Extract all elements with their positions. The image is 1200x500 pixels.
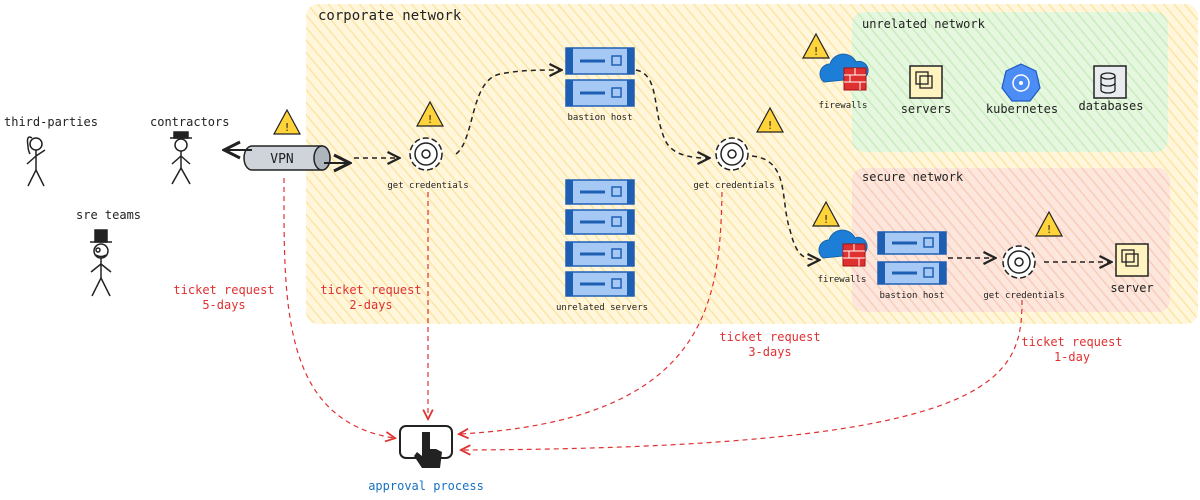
warning-icon: ! <box>811 200 841 227</box>
get-credentials-node-1: get credentials <box>387 137 469 191</box>
ticket-request-text: ticket request <box>719 330 820 344</box>
warning-icon: ! <box>415 100 445 127</box>
bastion-host-node-1: bastion host <box>565 47 635 123</box>
flow-arrow <box>635 69 708 158</box>
unrelated-servers-label: unrelated servers <box>556 303 648 313</box>
kubernetes-label: kubernetes <box>986 102 1058 116</box>
server-label: server <box>1110 281 1153 295</box>
ticket-arrow <box>283 177 394 438</box>
sre-teams-actor: sre teams <box>76 208 141 297</box>
contractors-actor: contractors <box>150 115 229 185</box>
warning-icon: ! <box>755 106 785 133</box>
person-with-top-hat-icon <box>90 229 112 297</box>
get-credentials-node-2: get credentials <box>693 137 775 191</box>
approval-process-label: approval process <box>368 479 484 493</box>
ticket-label-2-days: ticket request 2-days <box>320 283 421 312</box>
firewalls-node-1: firewalls <box>819 53 869 111</box>
server-rack-icon <box>877 231 947 285</box>
touch-icon <box>399 425 453 468</box>
get-credentials-label: get credentials <box>983 291 1064 301</box>
kubernetes-node: kubernetes <box>986 63 1058 116</box>
ticket-arrows <box>283 177 1023 450</box>
get-credentials-label: get credentials <box>387 181 468 191</box>
kubernetes-icon <box>1001 63 1041 102</box>
ticket-label-5-days: ticket request 5-days <box>173 283 274 312</box>
approval-process-node[interactable]: approval process <box>368 425 484 493</box>
bastion-host-label: bastion host <box>567 113 632 123</box>
bastion-host-label: bastion host <box>879 291 944 301</box>
server-rack-icon <box>565 47 635 107</box>
flow-arrows <box>354 70 1110 262</box>
ticket-duration-text: 3-days <box>748 345 791 359</box>
ticket-duration-text: 1-day <box>1054 350 1090 364</box>
sre-teams-label: sre teams <box>76 208 141 222</box>
server-stack-icon <box>909 65 943 99</box>
firewalls-label: firewalls <box>818 275 867 285</box>
firewalls-node-2: firewalls <box>818 229 868 285</box>
ticket-request-text: ticket request <box>1021 335 1122 349</box>
vpn-label: VPN <box>270 152 293 167</box>
gear-icon <box>715 137 749 171</box>
corporate-network-label: corporate network <box>318 8 462 24</box>
warning-icon: ! <box>801 32 831 59</box>
third-parties-actor: third-parties <box>4 115 98 187</box>
warning-icon: ! <box>272 108 302 135</box>
third-parties-label: third-parties <box>4 115 98 129</box>
person-icon <box>26 136 46 187</box>
warning-icon: ! <box>1034 210 1064 237</box>
databases-label: databases <box>1078 99 1143 113</box>
ticket-duration-text: 2-days <box>349 298 392 312</box>
contractors-label: contractors <box>150 115 229 129</box>
firewalls-label: firewalls <box>819 101 868 111</box>
person-with-hat-icon <box>170 131 192 185</box>
unrelated-network-label: unrelated network <box>862 17 986 31</box>
get-credentials-label: get credentials <box>693 181 774 191</box>
servers-label: servers <box>901 102 952 116</box>
flow-arrow <box>751 155 818 260</box>
bastion-host-node-2: bastion host <box>877 231 947 301</box>
database-icon <box>1093 65 1127 99</box>
servers-node: servers <box>901 65 952 116</box>
flow-arrow <box>455 70 560 155</box>
server-rack-icon <box>565 179 635 297</box>
server-node: server <box>1110 243 1154 295</box>
ticket-duration-text: 5-days <box>202 298 245 312</box>
svg-text:!: ! <box>767 119 774 132</box>
firewall-cloud-icon <box>819 53 869 91</box>
databases-node: databases <box>1078 65 1144 113</box>
ticket-request-text: ticket request <box>320 283 421 297</box>
svg-text:!: ! <box>1046 223 1053 236</box>
ticket-label-1-day: ticket request 1-day <box>1021 335 1122 364</box>
ticket-request-text: ticket request <box>173 283 274 297</box>
unrelated-servers-node: unrelated servers <box>556 179 648 313</box>
get-credentials-node-3: get credentials <box>983 245 1065 301</box>
secure-network-label: secure network <box>862 170 964 184</box>
svg-text:!: ! <box>813 45 820 58</box>
ticket-label-3-days: ticket request 3-days <box>719 330 820 359</box>
server-stack-icon <box>1115 243 1149 277</box>
gear-icon <box>409 137 443 171</box>
ticket-arrow <box>460 191 723 434</box>
firewall-cloud-icon <box>818 229 868 267</box>
gear-icon <box>1002 245 1036 279</box>
svg-text:!: ! <box>427 113 434 126</box>
svg-text:!: ! <box>284 121 291 134</box>
svg-text:!: ! <box>823 213 830 226</box>
vpn-node: VPN <box>226 146 348 170</box>
